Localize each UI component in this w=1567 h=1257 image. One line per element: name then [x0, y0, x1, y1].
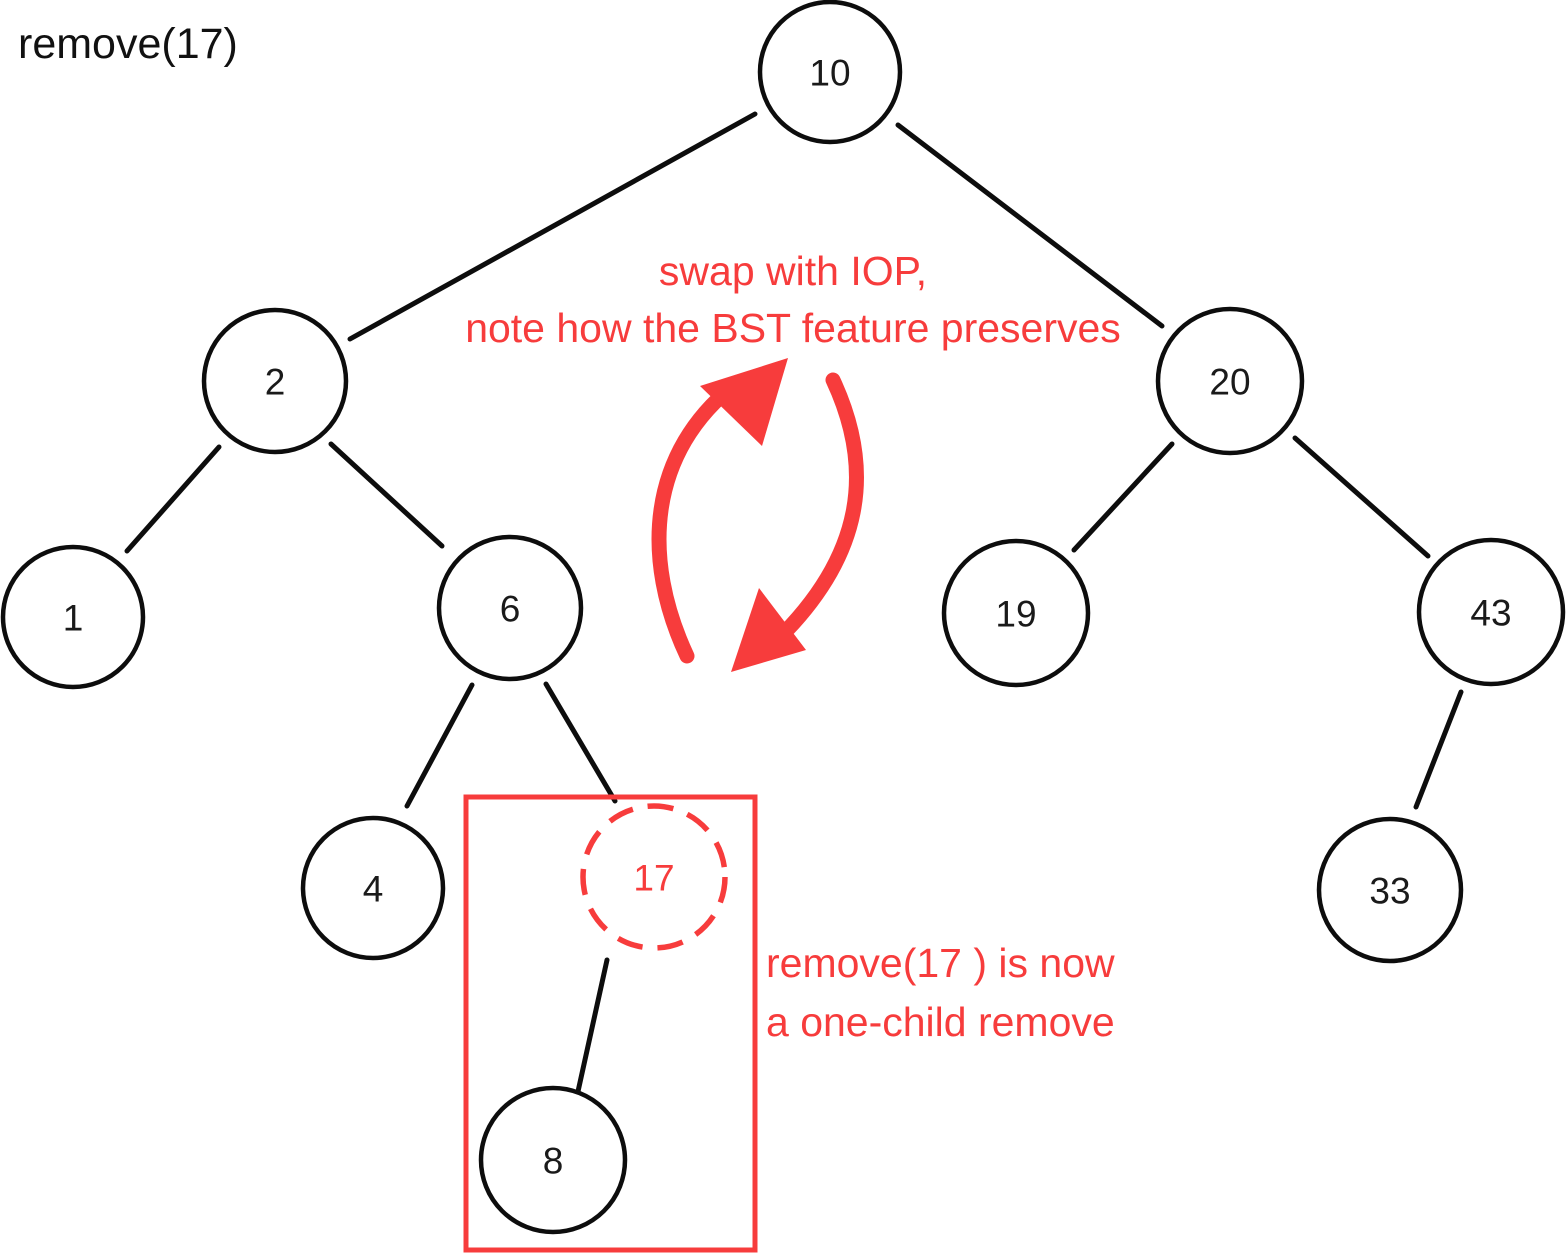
- edge-20-19: [1071, 441, 1175, 553]
- edge-10-2: [347, 111, 758, 342]
- node-4-circle: [300, 815, 446, 961]
- node-1-circle: [0, 544, 146, 690]
- swap-arrow-up-head: [700, 358, 788, 446]
- edge-10-20: [895, 122, 1165, 329]
- node-2-label: 2: [264, 361, 286, 403]
- node-33-label: 33: [1369, 870, 1411, 912]
- swap-arrow-up-curve: [651, 374, 746, 664]
- node-10-circle: [757, 0, 903, 145]
- node-33-circle: [1316, 816, 1464, 964]
- node-43-circle: [1416, 537, 1566, 687]
- remove-note-line2: a one-child remove: [766, 999, 1115, 1045]
- swap-arrows-icon: [651, 358, 864, 672]
- node-20-label: 20: [1209, 361, 1251, 403]
- swap-arrow-down-head: [731, 588, 806, 672]
- edge-17-8: [574, 957, 610, 1099]
- edge-20-43: [1292, 435, 1431, 559]
- edge-43-33: [1413, 689, 1464, 810]
- node-17-label: 17: [633, 857, 675, 899]
- node-8-circle: [478, 1085, 628, 1235]
- swap-note-annotation: swap with IOP, note how the BST feature …: [440, 243, 1146, 357]
- swap-note-line1: swap with IOP,: [658, 248, 928, 294]
- swap-arrow-down-curve: [764, 372, 864, 653]
- node-2-circle: [201, 307, 349, 455]
- tree-edges: [124, 111, 1464, 1099]
- page-title: remove(17): [18, 20, 238, 68]
- swap-note-line2: note how the BST feature preserves: [465, 305, 1121, 351]
- node-1-label: 1: [62, 597, 84, 639]
- node-6-label: 6: [499, 588, 521, 630]
- node-19-label: 19: [995, 593, 1037, 635]
- node-17-circle-dashed: [580, 803, 728, 951]
- edge-6-4: [404, 682, 475, 809]
- node-6-circle: [436, 534, 584, 682]
- node-8-label: 8: [542, 1140, 564, 1182]
- node-20-circle: [1155, 306, 1305, 456]
- node-43-label: 43: [1470, 592, 1512, 634]
- edge-6-17: [543, 681, 618, 804]
- one-child-highlight-rect: [463, 794, 758, 1253]
- remove-note-annotation: remove(17 ) is now a one-child remove: [766, 934, 1115, 1052]
- edge-2-1: [124, 444, 222, 554]
- node-19-circle: [941, 538, 1091, 688]
- edge-2-6: [328, 441, 445, 549]
- node-10-label: 10: [809, 52, 851, 94]
- node-4-label: 4: [362, 868, 384, 910]
- remove-note-line1: remove(17 ) is now: [766, 940, 1115, 986]
